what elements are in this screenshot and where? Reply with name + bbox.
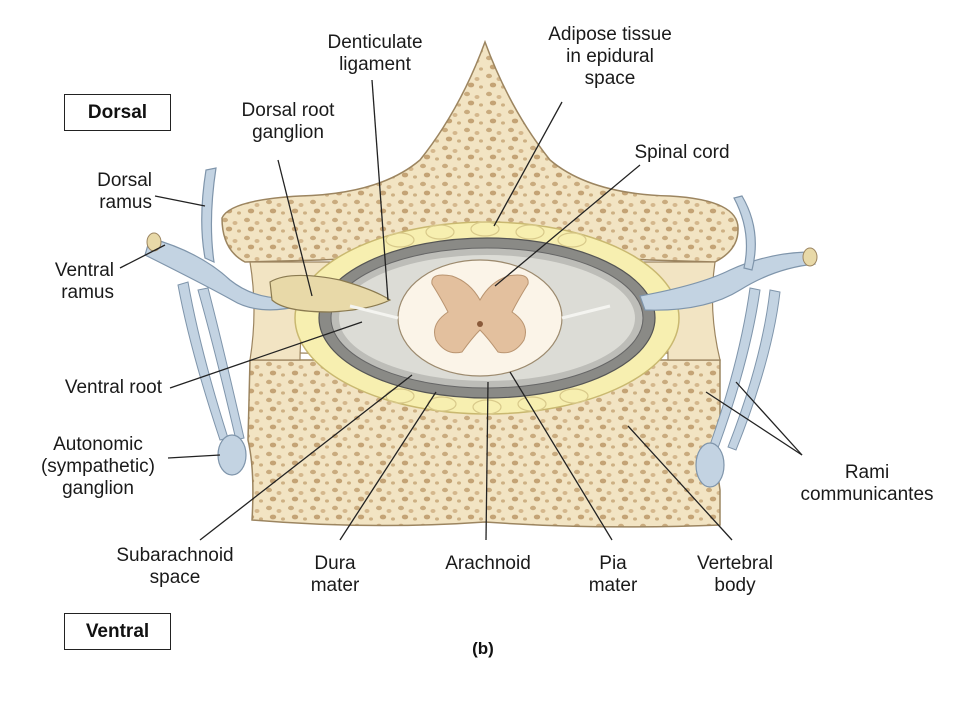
- dorsal-orientation-box: Dorsal: [64, 94, 171, 131]
- label-spinal-cord: Spinal cord: [634, 142, 730, 163]
- leader-lines: [119, 79, 803, 541]
- label-rami-communicantes: Rami communicantes: [800, 462, 934, 505]
- rami-communicantes-left: [177, 281, 245, 441]
- dorsal-ramus-right: [733, 195, 756, 271]
- central-canal: [477, 321, 483, 327]
- figure-caption: (b): [472, 639, 494, 658]
- label-dorsal-root-ganglion: Dorsal root ganglion: [241, 100, 335, 143]
- autonomic-ganglion-right: [695, 442, 725, 488]
- autonomic-ganglion-left: [217, 434, 247, 476]
- label-dorsal-ramus: Dorsal ramus: [97, 170, 152, 213]
- fat-lobules: [385, 221, 589, 415]
- label-ventral-root: Ventral root: [64, 377, 162, 398]
- denticulate-ligament: [349, 304, 611, 320]
- gray-matter: [431, 274, 529, 354]
- nerve-cut-end-right: [802, 247, 818, 267]
- label-subarachnoid-space: Subarachnoid space: [116, 545, 234, 588]
- dorsal-ramus-left: [201, 167, 217, 263]
- label-arachnoid: Arachnoid: [445, 553, 531, 574]
- label-adipose-tissue: Adipose tissue in epidural space: [548, 24, 672, 89]
- label-vertebral-body: Vertebral body: [696, 553, 774, 596]
- label-dura-mater: Dura mater: [310, 553, 360, 596]
- label-denticulate-ligament: Denticulate ligament: [327, 32, 423, 75]
- label-ventral-ramus: Ventral ramus: [54, 260, 114, 303]
- dorsal-root-ganglion: [269, 274, 392, 313]
- label-autonomic-ganglion: Autonomic (sympathetic) ganglion: [40, 434, 156, 499]
- ventral-orientation-box: Ventral: [64, 613, 171, 650]
- label-pia-mater: Pia mater: [588, 553, 638, 596]
